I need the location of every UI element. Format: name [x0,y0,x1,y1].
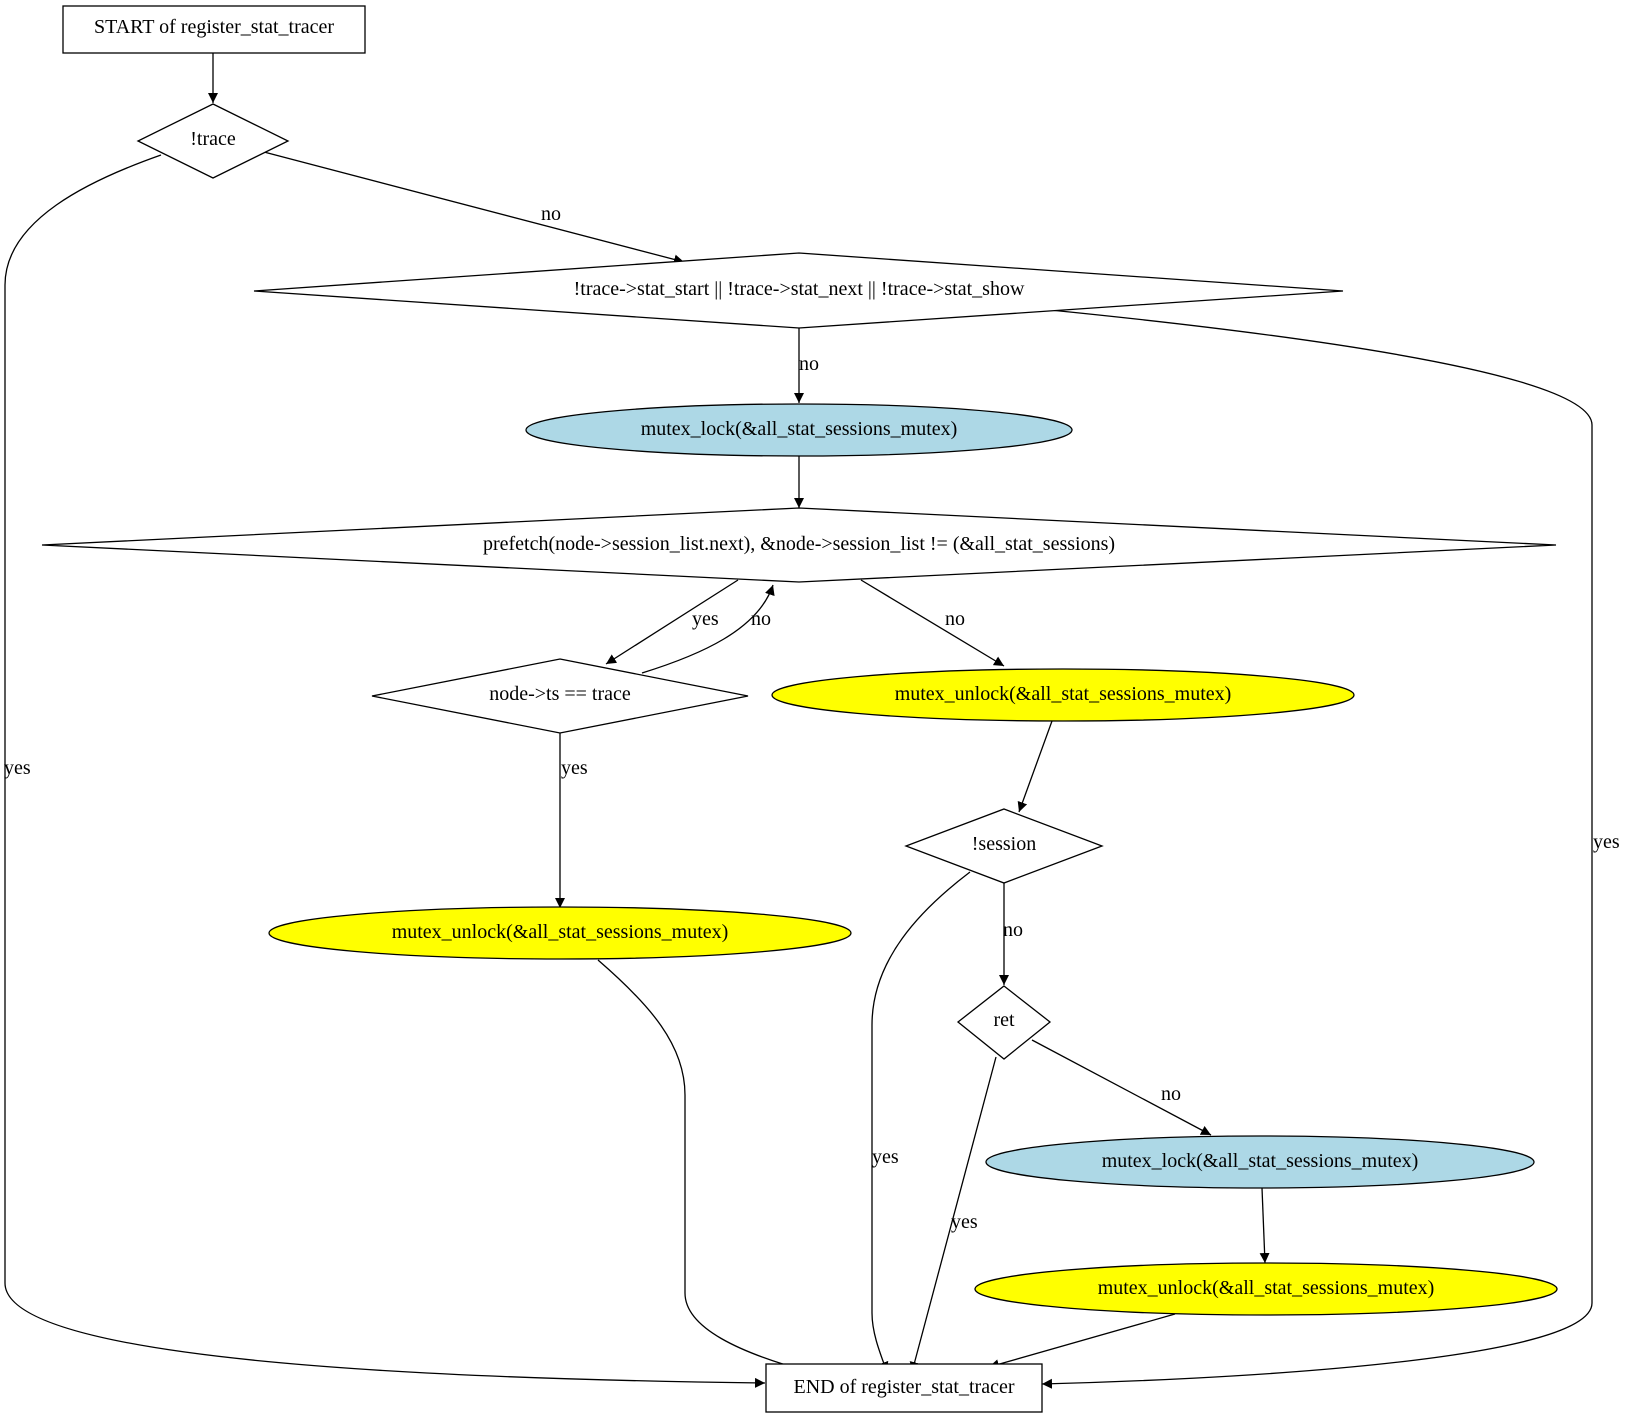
edge-label-trace-yes: yes [4,757,31,779]
lock1-label: mutex_lock(&all_stat_sessions_mutex) [641,418,958,440]
check-trace-diamond [136,103,290,179]
edge-lock2-to-unlock [1259,1187,1270,1264]
check-session-label: !session [972,833,1036,855]
check-ts-label: node->ts == trace [489,683,631,705]
node-lock2: mutex_lock(&all_stat_sessions_mutex) [985,1135,1535,1189]
loop-cond-label: prefetch(node->session_list.next), &node… [483,533,1115,555]
edge-session-yes [871,871,971,1373]
unlock-after-loop-label: mutex_unlock(&all_stat_sessions_mutex) [895,683,1232,705]
edge-ret-yes [909,1056,997,1373]
edge-label-loop-no: no [945,608,965,630]
unlock-final-label: mutex_unlock(&all_stat_sessions_mutex) [1098,1277,1435,1299]
edge-unlock-found-to-end [597,959,811,1375]
edge-label-stat-yes: yes [1593,831,1620,853]
lock2-label: mutex_lock(&all_stat_sessions_mutex) [1102,1150,1419,1172]
node-check-stat-funcs: !trace->stat_start || !trace->stat_next … [253,252,1344,329]
edge-label-trace-no: no [541,203,561,225]
edge-trace-yes [4,154,766,1388]
unlock-found-label: mutex_unlock(&all_stat_sessions_mutex) [392,921,729,943]
edge-ret-no [1031,1039,1212,1136]
edge-trace-no [263,151,685,265]
start-label: START of register_stat_tracer [94,16,334,38]
node-unlock-final: mutex_unlock(&all_stat_sessions_mutex) [974,1262,1558,1316]
edge-label-session-yes: yes [872,1146,899,1168]
edge-label-stat-no: no [799,353,819,375]
node-check-trace: !trace [136,103,290,179]
edge-unlock-final-to-end [988,1313,1176,1370]
lock1-ellipse [525,403,1073,457]
start-box [62,5,366,54]
edge-unlock-after-loop-to-session [1017,720,1053,813]
loop-cond-diamond [41,507,1557,583]
edge-loop-no [860,579,1005,667]
edge-label-ret-yes: yes [951,1211,978,1233]
edge-label-loop-back-no: no [751,608,771,630]
check-ret-label: ret [993,1009,1015,1031]
edges [4,53,1593,1389]
node-check-ret: ret [956,985,1052,1060]
edge-stat-yes [1041,309,1593,1389]
edge-label-session-no: no [1003,919,1023,941]
check-stat-funcs-label: !trace->stat_start || !trace->stat_next … [574,278,1025,300]
check-ts-diamond [371,658,749,734]
node-loop-cond: prefetch(node->session_list.next), &node… [41,507,1557,583]
edge-loop-back-no [641,584,775,674]
node-unlock-found: mutex_unlock(&all_stat_sessions_mutex) [268,906,852,960]
node-check-session: !session [904,808,1104,884]
check-session-diamond [904,808,1104,884]
check-trace-label: !trace [190,128,236,150]
end-box [765,1363,1043,1413]
node-lock1: mutex_lock(&all_stat_sessions_mutex) [525,403,1073,457]
edge-label-ret-no: no [1161,1083,1181,1105]
node-unlock-after-loop: mutex_unlock(&all_stat_sessions_mutex) [771,668,1355,722]
edge-label-ts-yes: yes [561,757,588,779]
edge-loop-yes [605,579,739,665]
edge-labels: no yes no yes yes no no yes no yes no ye… [4,203,1620,1233]
unlock-found-ellipse [268,906,852,960]
unlock-after-loop-ellipse [771,668,1355,722]
node-start: START of register_stat_tracer [62,5,366,54]
node-check-ts: node->ts == trace [371,658,749,734]
end-label: END of register_stat_tracer [793,1376,1014,1398]
check-ret-diamond [956,985,1052,1060]
edge-label-loop-yes: yes [692,608,719,630]
node-end: END of register_stat_tracer [765,1363,1043,1413]
unlock-final-ellipse [974,1262,1558,1316]
lock2-ellipse [985,1135,1535,1189]
check-stat-funcs-diamond [253,252,1344,329]
